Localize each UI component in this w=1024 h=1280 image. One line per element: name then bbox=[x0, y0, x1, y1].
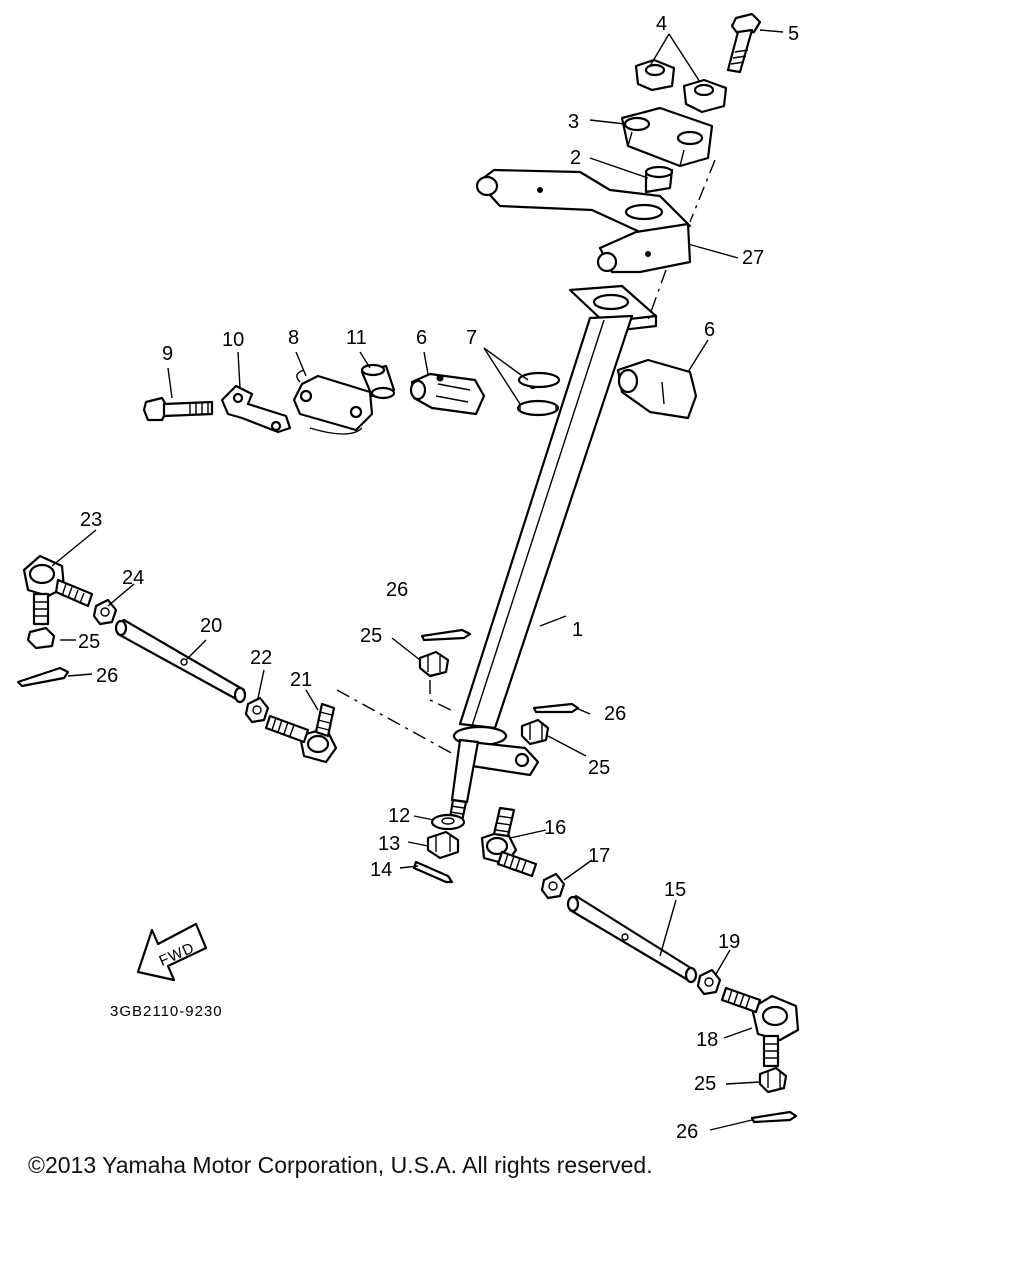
nut-25-right-part bbox=[520, 718, 550, 746]
callout-17: 17 bbox=[588, 845, 610, 867]
assembly-axis-lower bbox=[336, 689, 456, 756]
nut-25-bottom-part bbox=[758, 1066, 788, 1094]
callout-27: 27 bbox=[742, 247, 764, 269]
nut-19-part bbox=[696, 968, 722, 996]
assembly-axis-top bbox=[647, 159, 716, 321]
assembly-axis-nut bbox=[429, 680, 456, 713]
callout-labels: 4 5 3 2 27 9 10 8 11 6 7 6 23 24 25 26 2… bbox=[78, 13, 799, 1143]
callout-16: 16 bbox=[544, 817, 566, 839]
handlebar-holder-lower-part bbox=[620, 106, 714, 168]
nut-24-part bbox=[92, 598, 118, 626]
copyright-notice: ©2013 Yamaha Motor Corporation, U.S.A. A… bbox=[28, 1152, 653, 1178]
bolt-long-part bbox=[142, 396, 214, 422]
column-bushings-part bbox=[516, 371, 561, 417]
callout-25-left: 25 bbox=[78, 631, 100, 653]
lock-plate-part bbox=[220, 384, 292, 434]
callout-6-right: 6 bbox=[704, 319, 715, 341]
cotter-pin-14-part bbox=[412, 860, 454, 884]
fwd-arrow-icon: FWD bbox=[136, 922, 208, 982]
tie-rod-end-inner-left-part bbox=[264, 702, 338, 764]
steering-column-part bbox=[447, 284, 658, 828]
callout-26-bottom: 26 bbox=[676, 1121, 698, 1143]
callout-9: 9 bbox=[162, 343, 173, 365]
callout-23: 23 bbox=[80, 509, 102, 531]
leader-lines bbox=[51, 29, 784, 1131]
clamp-plate-part bbox=[292, 369, 374, 435]
cotter-pin-right-part bbox=[532, 702, 580, 714]
callout-25-bottom: 25 bbox=[694, 1073, 716, 1095]
callout-22: 22 bbox=[250, 647, 272, 669]
nut-17-part bbox=[540, 872, 566, 900]
callout-19: 19 bbox=[718, 931, 740, 953]
column-bracket-part bbox=[475, 168, 692, 274]
washer-12-part bbox=[430, 813, 466, 831]
callout-14: 14 bbox=[370, 859, 392, 881]
cotter-pin-center-part bbox=[420, 628, 472, 642]
cotter-pin-left-part bbox=[16, 666, 70, 688]
tie-rod-right-part bbox=[566, 894, 698, 984]
callout-5: 5 bbox=[788, 23, 799, 45]
callout-4: 4 bbox=[656, 13, 667, 35]
callout-10: 10 bbox=[222, 329, 244, 351]
callout-18: 18 bbox=[696, 1029, 718, 1051]
callout-21: 21 bbox=[290, 669, 312, 691]
callout-3: 3 bbox=[568, 111, 579, 133]
callout-8: 8 bbox=[288, 327, 299, 349]
tie-rod-end-left-part bbox=[22, 554, 94, 626]
bushing-part bbox=[644, 165, 674, 194]
nut-13-part bbox=[426, 830, 460, 860]
callout-6-left: 6 bbox=[416, 327, 427, 349]
nut-22-part bbox=[244, 696, 270, 724]
callout-15: 15 bbox=[664, 879, 686, 901]
callout-2: 2 bbox=[570, 147, 581, 169]
callout-12: 12 bbox=[388, 805, 410, 827]
callout-26-right: 26 bbox=[604, 703, 626, 725]
callout-1: 1 bbox=[572, 619, 583, 641]
nut-25-left-part bbox=[26, 626, 56, 650]
callout-20: 20 bbox=[200, 615, 222, 637]
collar-part bbox=[360, 363, 396, 400]
part-code: 3GB2110-9230 bbox=[110, 1003, 223, 1020]
callout-25-center: 25 bbox=[360, 625, 382, 647]
callout-26-center: 26 bbox=[386, 579, 408, 601]
callout-7: 7 bbox=[466, 327, 477, 349]
callout-25-right: 25 bbox=[588, 757, 610, 779]
tie-rod-end-right-part bbox=[720, 986, 800, 1068]
column-holder-left-part bbox=[409, 372, 486, 416]
callout-26-left: 26 bbox=[96, 665, 118, 687]
column-holder-right-part bbox=[616, 358, 698, 420]
handlebar-holder-upper-part bbox=[634, 58, 728, 114]
bolt-top-part bbox=[726, 12, 762, 74]
callout-11: 11 bbox=[346, 327, 367, 349]
nut-25-center-part bbox=[418, 650, 450, 678]
callout-13: 13 bbox=[378, 833, 400, 855]
callout-24: 24 bbox=[122, 567, 144, 589]
tie-rod-end-inner-right-part bbox=[480, 806, 538, 878]
tie-rod-left-part bbox=[114, 618, 247, 704]
cotter-pin-bottom-part bbox=[750, 1110, 798, 1124]
